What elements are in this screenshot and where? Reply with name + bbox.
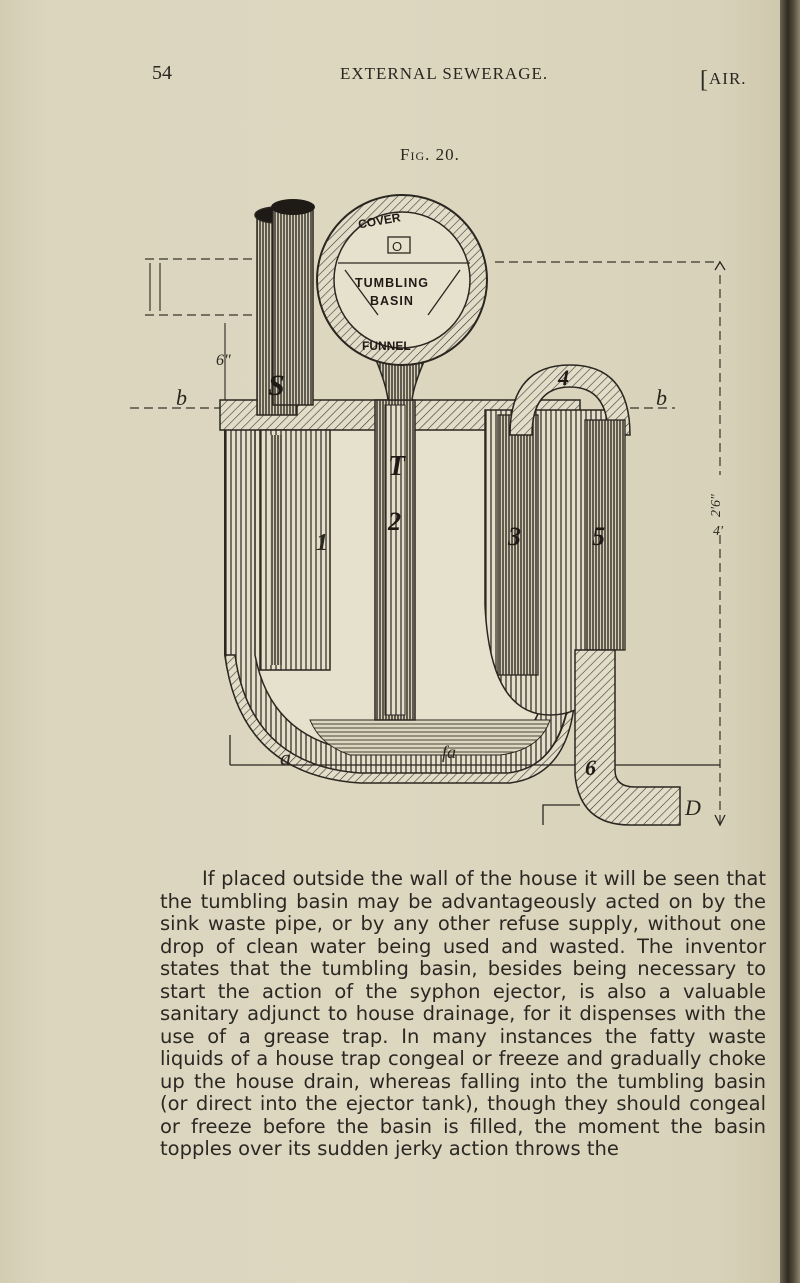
figure-label-6: 6 (585, 755, 596, 780)
body-paragraph: If placed outside the wall of the house … (160, 867, 766, 1160)
figure-label-1: 1 (316, 530, 328, 556)
figure-label-2: 2 (387, 507, 401, 536)
figure-label-O: O (392, 239, 402, 254)
dashed-reference-lines (130, 258, 721, 825)
figure-label-3: 3 (507, 522, 521, 551)
figure-label-funnel: FUNNEL (362, 339, 411, 353)
water-surface (309, 719, 551, 756)
figure-caption: Fig. 20. (400, 145, 460, 164)
bracket-glyph: [ (700, 67, 709, 93)
figure-label-4: 4 (557, 365, 569, 390)
tumbling-basin (333, 211, 471, 349)
figure-label-b-left: b (176, 385, 187, 410)
chamber-5 (584, 419, 626, 651)
figure-label-b-right: b (656, 385, 667, 410)
figure-label-fa: fa (442, 742, 456, 762)
figure-label-a: a (280, 745, 291, 770)
figure-label-S: S (268, 369, 285, 402)
figure-label-dim-right-a: 2'6" (709, 494, 724, 517)
figure-label-basin: BASIN (370, 294, 414, 308)
syphon-ejector-illustration: 6" b a fa 1 S T 2 O TUMBLING BASIN COVER… (130, 194, 726, 827)
supply-pipe (272, 204, 314, 406)
running-tag: [AIR. (700, 64, 747, 93)
book-spine-shadow (780, 0, 800, 1283)
page-header: 54 EXTERNAL SEWERAGE. [AIR. (0, 62, 780, 93)
figure-label-D: D (684, 795, 701, 820)
page-number: 54 (152, 62, 172, 84)
figure-label-5: 5 (592, 522, 605, 551)
figure-label-dim-right-b: 4' (713, 524, 724, 539)
figure-label-dim-left: 6" (216, 352, 231, 369)
figure-label-tumbling: TUMBLING (355, 276, 429, 290)
figure-label-T: T (388, 451, 407, 482)
left-dimension-marks (149, 263, 226, 400)
outlet-pipe (574, 649, 681, 826)
body-text: If placed outside the wall of the house … (160, 867, 766, 1161)
syphon-crown (509, 364, 631, 436)
running-title: EXTERNAL SEWERAGE. (340, 64, 549, 83)
running-tag-text: AIR. (709, 69, 747, 88)
